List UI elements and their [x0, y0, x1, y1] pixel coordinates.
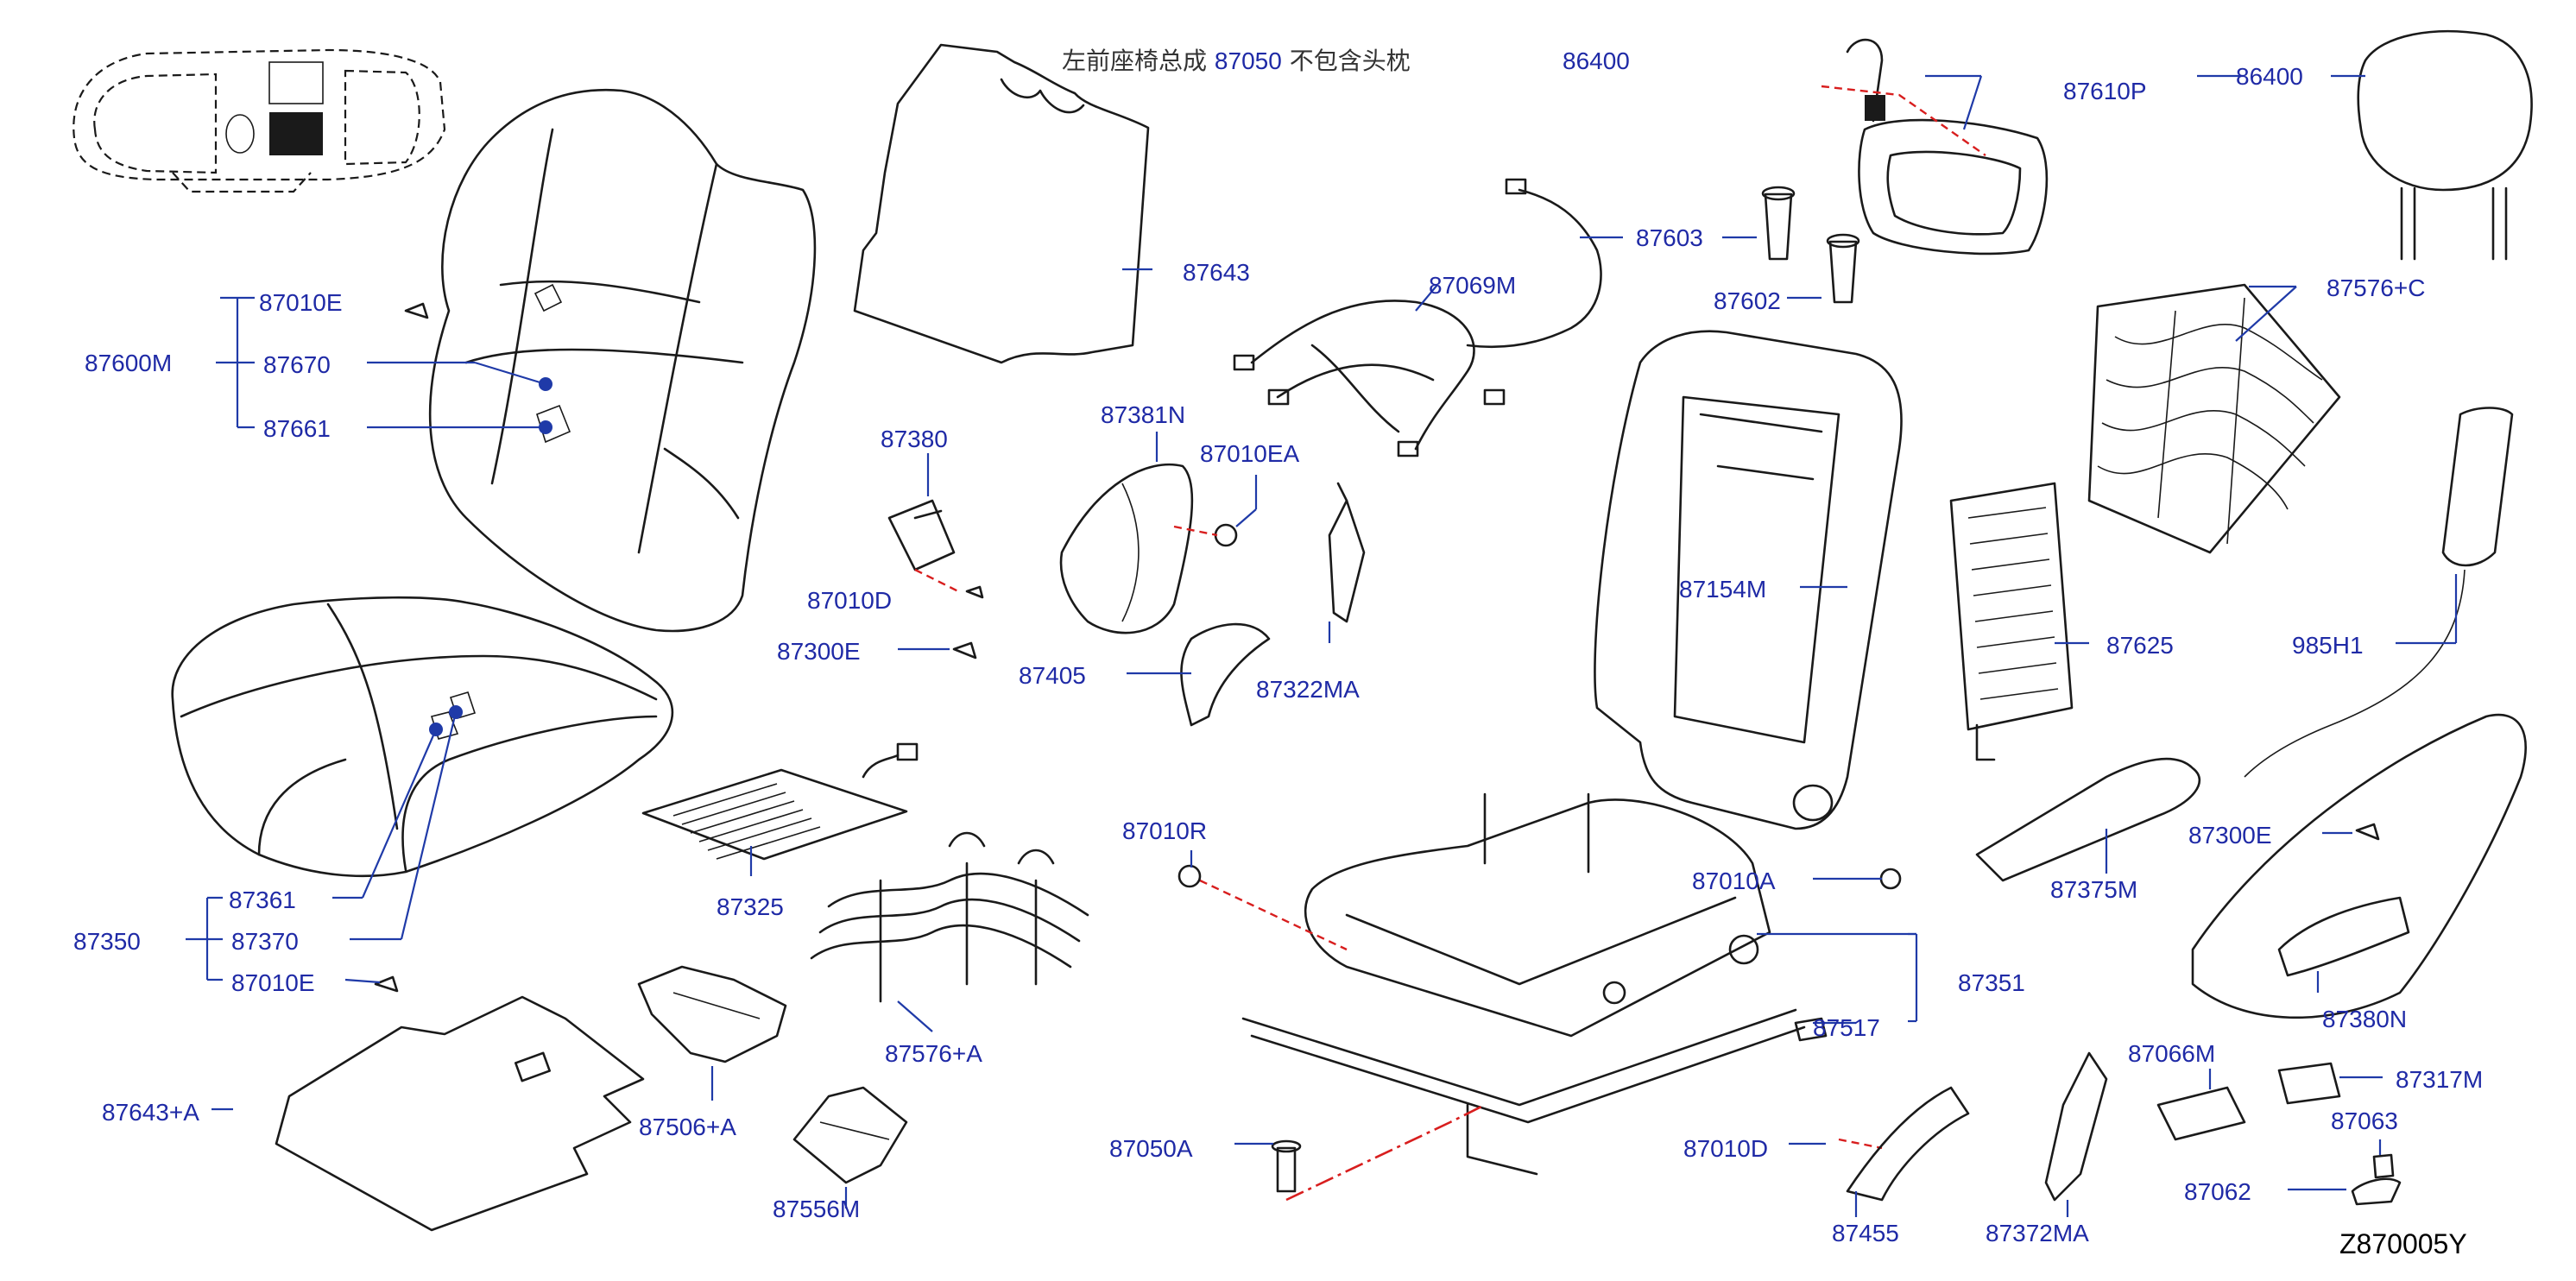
- headrest-drawing: [2357, 29, 2533, 261]
- cushion-spring-drawing: [810, 831, 1089, 1003]
- part-label[interactable]: 87602: [1714, 287, 1781, 314]
- part-label[interactable]: 87661: [263, 415, 331, 442]
- part-label[interactable]: 87576+C: [2327, 274, 2425, 301]
- part-label[interactable]: 985H1: [2292, 632, 2364, 659]
- back-board-drawing: [853, 43, 1150, 364]
- part-label[interactable]: 86400: [1563, 47, 1630, 74]
- part-label[interactable]: 87375M: [2050, 876, 2137, 903]
- part-label[interactable]: 87063: [2331, 1107, 2398, 1134]
- part-label[interactable]: 87010D: [807, 587, 892, 614]
- part-label[interactable]: 87300E: [777, 638, 861, 665]
- car-locator-drawing: [73, 48, 446, 193]
- part-label[interactable]: 87350: [73, 928, 141, 955]
- part-label[interactable]: 87010D: [1683, 1135, 1768, 1162]
- seat-track-frame-drawing: [1199, 792, 1806, 1202]
- part-label[interactable]: 87010A: [1692, 868, 1776, 894]
- part-label[interactable]: 87317M: [2396, 1066, 2483, 1093]
- part-label[interactable]: 87010E: [231, 969, 315, 996]
- part-label[interactable]: 87610P: [2063, 78, 2147, 104]
- part-label[interactable]: 87600M: [85, 350, 172, 376]
- wiring-harness-drawing: [1233, 178, 1602, 458]
- back-heater-drawing: [1949, 482, 2074, 761]
- part-label[interactable]: 87372MA: [1986, 1220, 2089, 1246]
- part-label[interactable]: 87380: [881, 426, 948, 452]
- part-label[interactable]: 87300E: [2188, 822, 2272, 849]
- part-label[interactable]: 87506+A: [639, 1114, 736, 1140]
- diagram-reference-code: Z870005Y: [2339, 1228, 2467, 1259]
- part-label[interactable]: 87069M: [1429, 272, 1516, 299]
- part-label[interactable]: 87370: [231, 928, 299, 955]
- fasteners-drawing: [374, 302, 2380, 1193]
- part-label[interactable]: 86400: [2236, 63, 2303, 90]
- part-label[interactable]: 87576+A: [885, 1040, 982, 1067]
- trim-parts-drawing: [887, 463, 1366, 727]
- seat-back-cover-drawing: [429, 89, 817, 633]
- floor-mat-drawing: [275, 995, 645, 1232]
- part-label[interactable]: 87066M: [2128, 1040, 2215, 1067]
- cushion-heater-drawing: [641, 742, 919, 861]
- seat-back-frame-drawing: [1594, 330, 1903, 830]
- lumbar-support-drawing: [1821, 38, 2049, 256]
- bracket-lower-drawing: [792, 1086, 908, 1184]
- part-label[interactable]: 87643: [1183, 259, 1250, 286]
- side-trim-drawing: [1975, 407, 2528, 1019]
- part-label[interactable]: 87380N: [2322, 1006, 2407, 1032]
- part-label[interactable]: 87603: [1636, 224, 1703, 251]
- part-label[interactable]: 87405: [1019, 662, 1086, 689]
- bracket-drawing: [637, 965, 787, 1063]
- part-label[interactable]: 87361: [229, 887, 296, 913]
- small-parts-drawing: [1846, 1051, 2402, 1206]
- part-label[interactable]: 87154M: [1679, 576, 1766, 603]
- part-label[interactable]: 87517: [1813, 1014, 1880, 1041]
- part-label[interactable]: 87625: [2106, 632, 2174, 659]
- part-label[interactable]: 87351: [1958, 969, 2025, 996]
- back-spring-mat-drawing: [2087, 283, 2341, 554]
- part-label[interactable]: 87556M: [773, 1196, 860, 1222]
- seat-cushion-cover-drawing: [171, 596, 674, 878]
- part-label[interactable]: 87322MA: [1256, 676, 1360, 703]
- part-label[interactable]: 87010E: [259, 289, 343, 316]
- headrest-guide-drawing: [1761, 186, 1860, 304]
- leader-lines: [186, 74, 2458, 1217]
- part-label[interactable]: 87643+A: [102, 1099, 199, 1126]
- part-label[interactable]: 87325: [717, 893, 784, 920]
- part-label[interactable]: 87010R: [1122, 817, 1207, 844]
- part-label[interactable]: 87062: [2184, 1178, 2251, 1205]
- part-label[interactable]: 87010EA: [1200, 440, 1300, 467]
- assembly-title: 左前座椅总成 87050 不包含头枕: [1062, 47, 1411, 75]
- part-label[interactable]: 87381N: [1101, 401, 1185, 428]
- part-label[interactable]: 87050A: [1109, 1135, 1193, 1162]
- part-label[interactable]: 87455: [1832, 1220, 1899, 1246]
- part-label[interactable]: 87670: [263, 351, 331, 378]
